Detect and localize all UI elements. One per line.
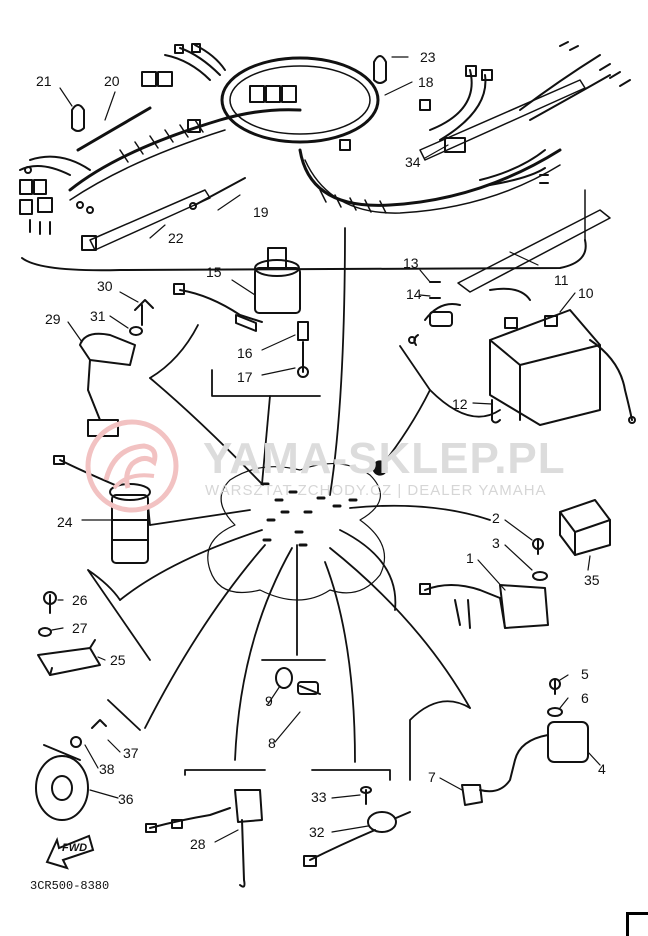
watermark-logo-icon [85,419,179,513]
part-label-18: 18 [418,74,434,90]
diagram-code: 3CR500-8380 [30,879,110,893]
part-label-17: 17 [237,369,253,385]
part-label-13: 13 [403,255,419,271]
part-label-21: 21 [36,73,52,89]
part-label-20: 20 [104,73,120,89]
sensor-8 [275,667,321,695]
corner-mark [626,912,648,936]
part-label-1: 1 [466,550,474,566]
fwd-arrow-icon [45,834,95,870]
switch-28 [145,789,263,888]
part-label-8: 8 [268,735,276,751]
part-label-26: 26 [72,592,88,608]
part-label-10: 10 [578,285,594,301]
part-label-24: 24 [57,514,73,530]
part-label-37: 37 [123,745,139,761]
cdi-unit [419,538,549,629]
horn [35,719,107,821]
part-label-33: 33 [311,789,327,805]
wire-harness-group [19,41,631,272]
part-label-12: 12 [452,396,468,412]
watermark-text: YAMA-SKLEP.PL [203,434,566,483]
part-label-31: 31 [90,308,106,324]
part-label-7: 7 [428,769,436,785]
part-label-15: 15 [206,264,222,280]
rectifier-regulator [37,591,101,676]
part-label-11: 11 [554,272,569,288]
battery-assembly [408,209,636,426]
switch-32 [303,786,411,867]
part-label-16: 16 [237,345,253,361]
part-label-28: 28 [190,836,206,852]
fwd-label: FWD [62,842,88,854]
watermark-subtext: WARSZTAT ZCHODY.CZ | DEALER YAMAHA [205,482,547,499]
part-label-6: 6 [581,690,589,706]
part-label-35: 35 [584,572,600,588]
part-label-29: 29 [45,311,61,327]
part-label-9: 9 [265,693,273,709]
part-label-25: 25 [110,652,126,668]
leader-lines [87,227,501,781]
part-label-5: 5 [581,666,589,682]
part-label-14: 14 [406,286,422,302]
ignition-switch [173,247,309,378]
part-label-34: 34 [405,154,421,170]
part-label-30: 30 [97,278,113,294]
part-label-22: 22 [168,230,184,246]
ignition-coil [461,678,589,806]
part-label-19: 19 [253,204,269,220]
flasher-relay [559,499,611,556]
part-label-2: 2 [492,510,500,526]
handle-switch [53,455,151,564]
part-label-23: 23 [420,49,436,65]
label-leaders [51,56,601,843]
part-label-3: 3 [492,535,500,551]
part-label-32: 32 [309,824,325,840]
part-labels: 1 2 3 4 5 6 7 8 9 10 11 12 13 14 15 16 1… [36,49,606,852]
part-label-4: 4 [598,761,606,777]
part-label-36: 36 [118,791,134,807]
part-label-27: 27 [72,620,88,636]
part-label-38: 38 [99,761,115,777]
